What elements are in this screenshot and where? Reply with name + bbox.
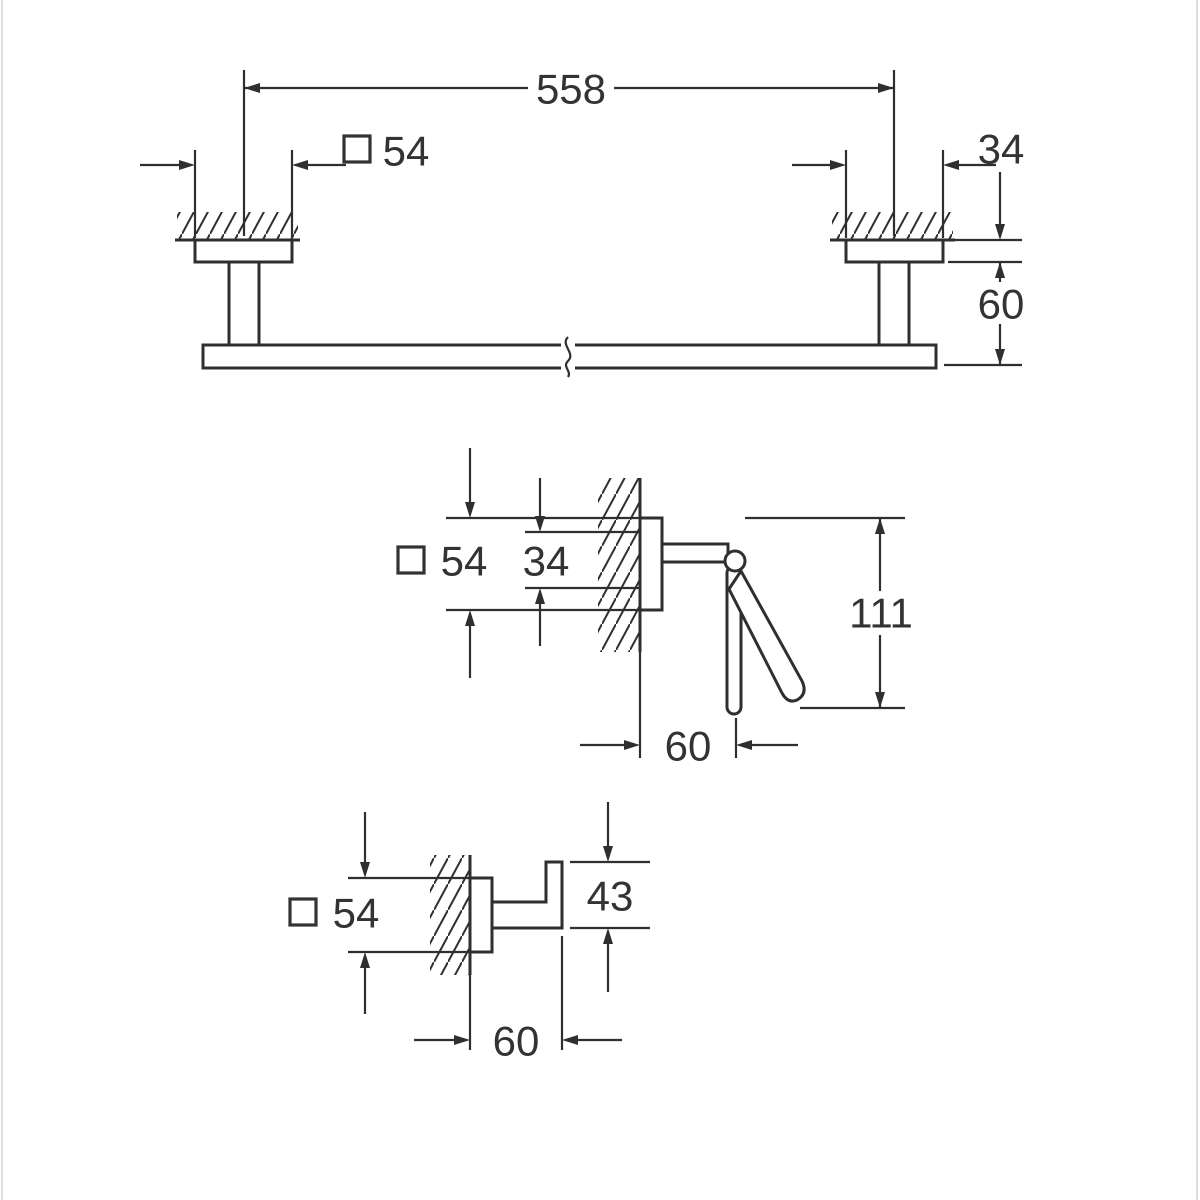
arrowhead-right [179, 160, 195, 170]
arrowhead-left [736, 740, 752, 750]
arrowhead-up [875, 518, 885, 534]
mount-plate-left [193, 238, 294, 264]
dim-60: 60 [944, 262, 1025, 367]
dim-60-label: 60 [978, 281, 1025, 328]
dim-54-label: 54 [441, 538, 488, 585]
arrowhead-down [875, 692, 885, 708]
dim-60: 60 [414, 936, 622, 1065]
dim-558: 558 [242, 66, 896, 236]
dim-34-label: 34 [523, 538, 570, 585]
arrowhead-down [995, 224, 1005, 240]
dim-54-label: 54 [333, 890, 380, 937]
post-left [227, 260, 261, 347]
hook-body [490, 860, 564, 930]
dim-34: 34 [523, 478, 640, 646]
dim-60: 60 [580, 652, 798, 770]
break-mark [564, 336, 572, 378]
arrowhead-left [244, 83, 260, 93]
cover-flap [727, 568, 806, 703]
square-symbol [288, 897, 318, 927]
dim-plate-54: 54 [140, 128, 430, 238]
mount-plate [638, 516, 664, 612]
dim-54: 54 [288, 812, 470, 1014]
arrowhead-left [562, 1035, 578, 1045]
dim-54-label: 54 [383, 128, 430, 175]
arrowhead-down [603, 846, 613, 862]
arrowhead-down [360, 862, 370, 878]
arrowhead-up [603, 928, 613, 944]
mount-plate-right [844, 238, 945, 264]
dim-111-label: 111 [849, 590, 913, 637]
dim-34-label: 34 [978, 126, 1025, 173]
arrowhead-down [995, 349, 1005, 365]
wall-hatch-left [177, 212, 298, 239]
break-gap [561, 342, 575, 371]
dim-558-label: 558 [536, 66, 606, 113]
arrowhead-up [360, 952, 370, 968]
dim-60-label: 60 [493, 1018, 540, 1065]
label-backing [977, 282, 1025, 324]
arrowhead-left [292, 160, 308, 170]
figure-paper-holder: 54 34 111 [396, 448, 916, 770]
arrowhead-up [535, 588, 545, 604]
figure-towel-bar: 558 54 34 [140, 66, 1025, 378]
arrowhead-up [995, 262, 1005, 278]
label-backing [846, 591, 916, 635]
wall-hatch [598, 478, 640, 652]
arrowhead-right [878, 83, 894, 93]
label-backing [528, 67, 614, 111]
pivot [723, 549, 747, 573]
dim-111: 111 [745, 516, 916, 710]
figure-robe-hook: 54 43 60 [288, 802, 650, 1065]
arrowhead-down [535, 516, 545, 532]
arrowhead-right [624, 740, 640, 750]
post-right [877, 260, 911, 347]
dim-60-label: 60 [665, 723, 712, 770]
square-symbol [342, 134, 372, 164]
dim-plate-right [792, 150, 996, 238]
arrowhead-right [454, 1035, 470, 1045]
arrowhead-right [830, 160, 846, 170]
arrowhead-down [465, 502, 475, 518]
holder-arm [660, 542, 730, 564]
wall-hatch [430, 855, 470, 975]
dim-43: 43 [570, 802, 650, 992]
dim-43-label: 43 [587, 873, 634, 920]
mount-plate [468, 876, 494, 954]
arrowhead-up [465, 610, 475, 626]
dim-34: 34 [948, 126, 1025, 264]
wall-hatch-right [832, 212, 953, 239]
arrowhead-left [943, 160, 959, 170]
square-symbol [396, 545, 426, 575]
